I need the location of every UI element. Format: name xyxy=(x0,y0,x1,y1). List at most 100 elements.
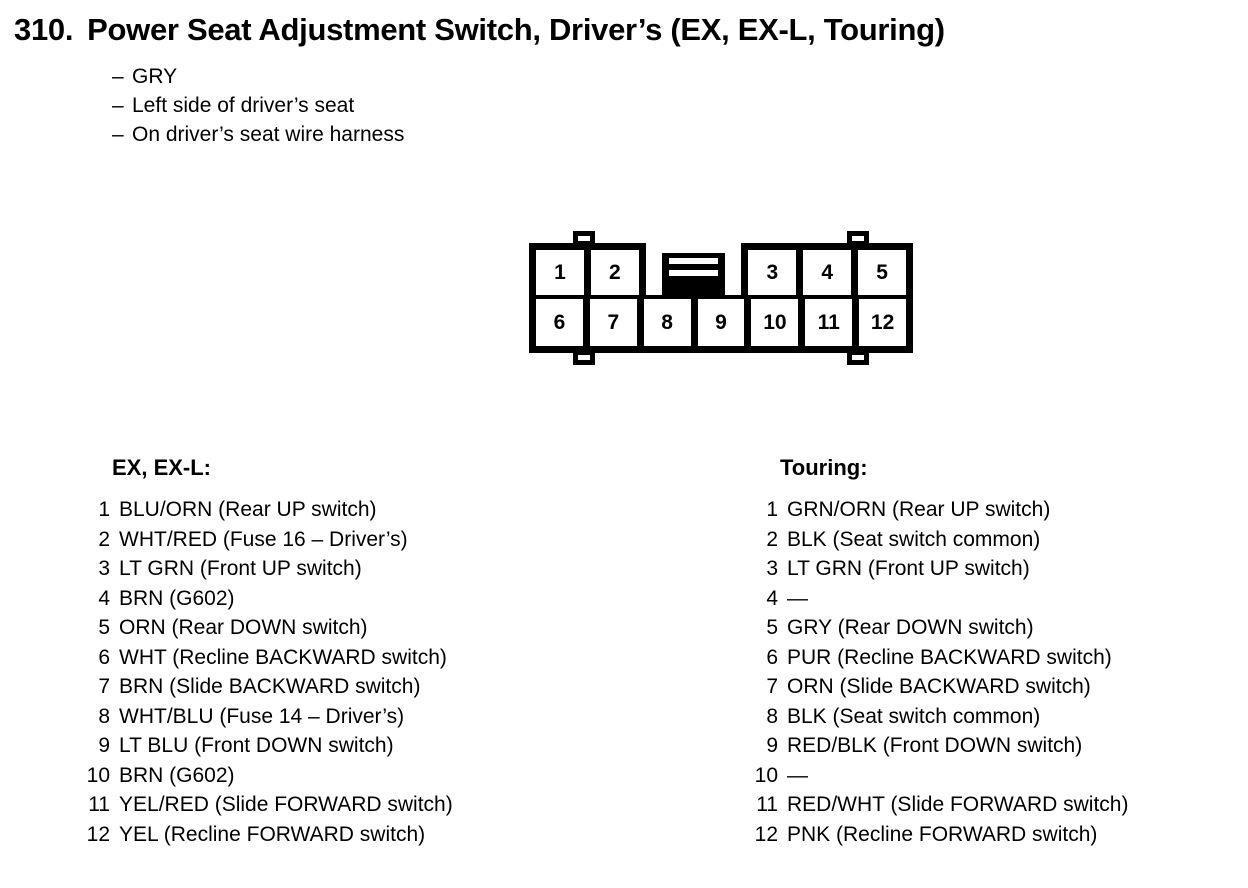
pin-cell-wrap: 1 xyxy=(536,250,584,295)
pin-cell-2: 2 xyxy=(590,250,639,295)
pin-number: 11 xyxy=(756,793,778,816)
pin-number: 6 xyxy=(98,645,110,669)
pin-row: 3 LT GRN (Front UP switch) xyxy=(80,554,453,584)
connector-bottom-row: 6 7 8 9 10 11 12 xyxy=(529,299,913,346)
page-title-number: 310. xyxy=(14,12,74,47)
pin-row: 12 PNK (Recline FORWARD switch) xyxy=(748,820,1128,850)
description-item: –On driver’s seat wire harness xyxy=(112,120,404,149)
page-title: 310. Power Seat Adjustment Switch, Driver… xyxy=(14,12,945,48)
description-text: Left side of driver’s seat xyxy=(132,94,355,117)
pin-description: RED/BLK (Front DOWN switch) xyxy=(787,734,1083,757)
pin-description: BLK (Seat switch common) xyxy=(787,527,1041,551)
description-text: On driver’s seat wire harness xyxy=(132,123,405,146)
pin-number: 6 xyxy=(766,645,778,669)
pin-description: BLU/ORN (Rear UP switch) xyxy=(119,498,377,521)
pin-row: 5 GRY (Rear DOWN switch) xyxy=(748,613,1128,643)
page-title-text: Power Seat Adjustment Switch, Driver’s (… xyxy=(87,12,945,47)
listing-heading: EX, EX-L: xyxy=(112,455,212,480)
pin-description: WHT/RED (Fuse 16 – Driver’s) xyxy=(119,527,408,551)
pin-number: 4 xyxy=(766,586,778,610)
pin-description: BRN (G602) xyxy=(119,586,235,610)
pin-description: GRN/ORN (Rear UP switch) xyxy=(787,498,1051,521)
pin-cell-wrap: 7 xyxy=(589,299,637,346)
pin-description: ORN (Rear DOWN switch) xyxy=(119,616,368,639)
dash-marker: – xyxy=(112,65,124,88)
pin-number: 9 xyxy=(98,734,110,757)
pin-row: 8 WHT/BLU (Fuse 14 – Driver’s) xyxy=(80,702,453,732)
pin-row: 5 ORN (Rear DOWN switch) xyxy=(80,613,453,643)
pin-cell-wrap: 2 xyxy=(590,250,639,295)
pin-cell-wrap: 4 xyxy=(803,250,852,295)
pin-description: LT GRN (Front UP switch) xyxy=(787,557,1030,580)
connector-diagram: 1 2 3 4 5 xyxy=(529,231,913,365)
pin-number: 7 xyxy=(98,675,110,698)
pin-number: 12 xyxy=(754,822,778,846)
pin-description: BLK (Seat switch common) xyxy=(787,704,1041,728)
pin-cell-12: 12 xyxy=(859,299,907,346)
pin-cell-wrap: 11 xyxy=(805,299,853,346)
description-item: –Left side of driver’s seat xyxy=(112,91,404,120)
pin-cell-wrap: 3 xyxy=(748,250,797,295)
pin-cell-wrap: 12 xyxy=(859,299,907,346)
pin-row: 1 GRN/ORN (Rear UP switch) xyxy=(748,495,1128,525)
pin-description: PUR (Recline BACKWARD switch) xyxy=(787,645,1112,669)
pin-number: 5 xyxy=(766,616,778,639)
pin-row: 2 WHT/RED (Fuse 16 – Driver’s) xyxy=(80,525,453,555)
pin-row: 10 BRN (G602) xyxy=(80,761,453,791)
pin-description: BRN (G602) xyxy=(119,763,235,787)
pin-cell-6: 6 xyxy=(536,299,583,346)
pin-number: 2 xyxy=(98,527,110,551)
pin-cell-5: 5 xyxy=(858,250,907,295)
pin-description: — xyxy=(787,586,808,610)
pin-description: WHT/BLU (Fuse 14 – Driver’s) xyxy=(119,704,405,728)
pin-cell-10: 10 xyxy=(751,299,799,346)
connector-key-region xyxy=(645,243,742,295)
key-slot xyxy=(668,258,719,264)
pin-row: 7 ORN (Slide BACKWARD switch) xyxy=(748,672,1128,702)
pin-row: 7 BRN (Slide BACKWARD switch) xyxy=(80,672,453,702)
pin-number: 10 xyxy=(754,763,778,787)
key-slot xyxy=(668,270,719,276)
pin-description: — xyxy=(787,763,808,787)
pin-number: 12 xyxy=(86,822,110,846)
pin-description: WHT (Recline BACKWARD switch) xyxy=(119,645,447,669)
pin-description: LT BLU (Front DOWN switch) xyxy=(119,734,394,757)
connector-shell: 1 2 3 4 5 xyxy=(529,243,913,353)
pin-number: 3 xyxy=(766,557,778,580)
pin-description: YEL/RED (Slide FORWARD switch) xyxy=(119,793,453,816)
pin-cell-wrap: 6 xyxy=(536,299,583,346)
pin-description: RED/WHT (Slide FORWARD switch) xyxy=(787,793,1129,816)
pin-row: 3 LT GRN (Front UP switch) xyxy=(748,554,1128,584)
pin-description: PNK (Recline FORWARD switch) xyxy=(787,822,1098,846)
pin-cell-wrap: 9 xyxy=(697,299,745,346)
pin-description: LT GRN (Front UP switch) xyxy=(119,557,362,580)
pin-cell-11: 11 xyxy=(805,299,853,346)
description-item: –GRY xyxy=(112,62,404,91)
pin-number: 1 xyxy=(98,498,110,521)
connector-top-row: 1 2 3 4 5 xyxy=(529,243,913,295)
pin-listing-touring: Touring: 1 GRN/ORN (Rear UP switch) 2 BL… xyxy=(748,455,1129,850)
pin-cell-wrap: 5 xyxy=(858,250,907,295)
pin-number: 1 xyxy=(766,498,778,521)
pin-description: ORN (Slide BACKWARD switch) xyxy=(787,675,1091,698)
pin-row: 2 BLK (Seat switch common) xyxy=(748,525,1128,555)
pin-row: 4 — xyxy=(748,584,1128,614)
pin-number: 5 xyxy=(98,616,110,639)
pin-row: 4 BRN (G602) xyxy=(80,584,453,614)
pin-number: 8 xyxy=(98,704,110,728)
pin-description: BRN (Slide BACKWARD switch) xyxy=(119,675,421,698)
description-list: –GRY –Left side of driver’s seat –On dri… xyxy=(112,62,404,149)
pin-row: 9 LT BLU (Front DOWN switch) xyxy=(80,731,453,761)
pin-cell-wrap: 10 xyxy=(751,299,799,346)
pin-number: 10 xyxy=(86,763,110,787)
pin-cell-wrap: 8 xyxy=(643,299,691,346)
description-text: GRY xyxy=(132,65,178,88)
pin-row: 12 YEL (Recline FORWARD switch) xyxy=(80,820,453,850)
pin-number: 4 xyxy=(98,586,110,610)
pin-number: 7 xyxy=(766,675,778,698)
pin-row: 6 WHT (Recline BACKWARD switch) xyxy=(80,643,453,673)
pin-number: 2 xyxy=(766,527,778,551)
pin-row: 6 PUR (Recline BACKWARD switch) xyxy=(748,643,1128,673)
key-block xyxy=(661,253,726,295)
pin-number: 8 xyxy=(766,704,778,728)
